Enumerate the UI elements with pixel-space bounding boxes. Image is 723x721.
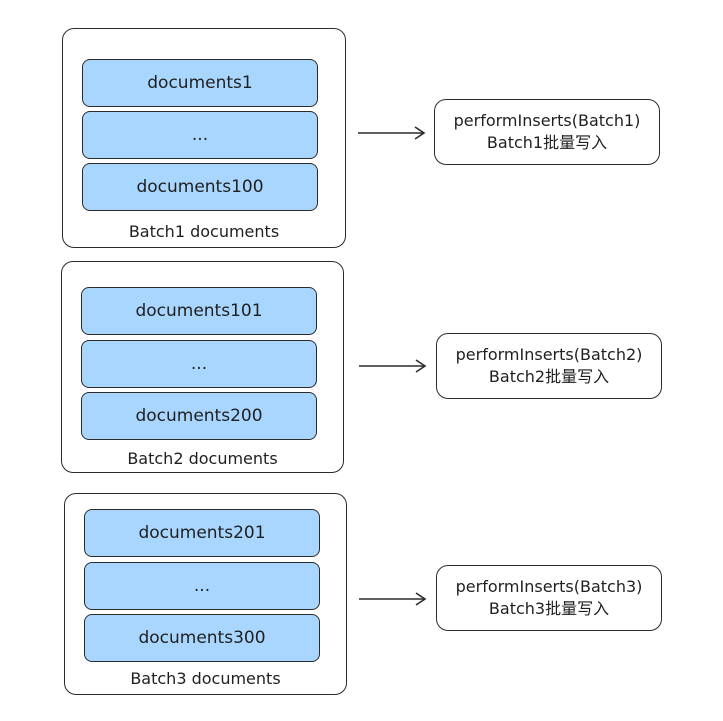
batch-2-label: Batch2 documents [127,449,278,468]
batch-1-container: documents1 ... documents100 Batch1 docum… [62,28,346,248]
batch-1-document-first: documents1 [82,59,318,107]
batch-1-label: Batch1 documents [128,222,280,241]
batch-3-arrow [359,592,427,606]
batch-1-perform-inserts-box: performInserts(Batch1) Batch1批量写入 [434,99,660,165]
batch-1-document-last: documents100 [82,163,318,211]
batch-2-bulk-write-caption: Batch2批量写入 [488,367,610,386]
batch-3-document-first: documents201 [84,509,320,557]
batch-2-document-first: documents101 [81,287,317,335]
batch-2-document-ellipsis: ... [81,340,317,388]
batch-2-document-last: documents200 [81,392,317,440]
batch-3-bulk-write-caption: Batch3批量写入 [488,599,610,618]
batch-3-document-last: documents300 [84,614,320,662]
batch-1-perform-inserts-call: performInserts(Batch1) [453,111,641,130]
batch-2-arrow [359,359,427,373]
batch-3-container: documents201 ... documents300 Batch3 doc… [64,493,347,695]
batch-2-perform-inserts-box: performInserts(Batch2) Batch2批量写入 [436,333,662,399]
batch-2-perform-inserts-call: performInserts(Batch2) [455,345,643,364]
batch-3-label: Batch3 documents [130,669,281,688]
batch-3-document-ellipsis: ... [84,562,320,610]
batch-3-perform-inserts-call: performInserts(Batch3) [455,577,643,596]
batch-1-arrow [358,126,426,140]
batch-2-container: documents101 ... documents200 Batch2 doc… [61,261,344,473]
batch-3-perform-inserts-box: performInserts(Batch3) Batch3批量写入 [436,565,662,631]
batch-1-bulk-write-caption: Batch1批量写入 [486,133,608,152]
batch-1-document-ellipsis: ... [82,111,318,159]
